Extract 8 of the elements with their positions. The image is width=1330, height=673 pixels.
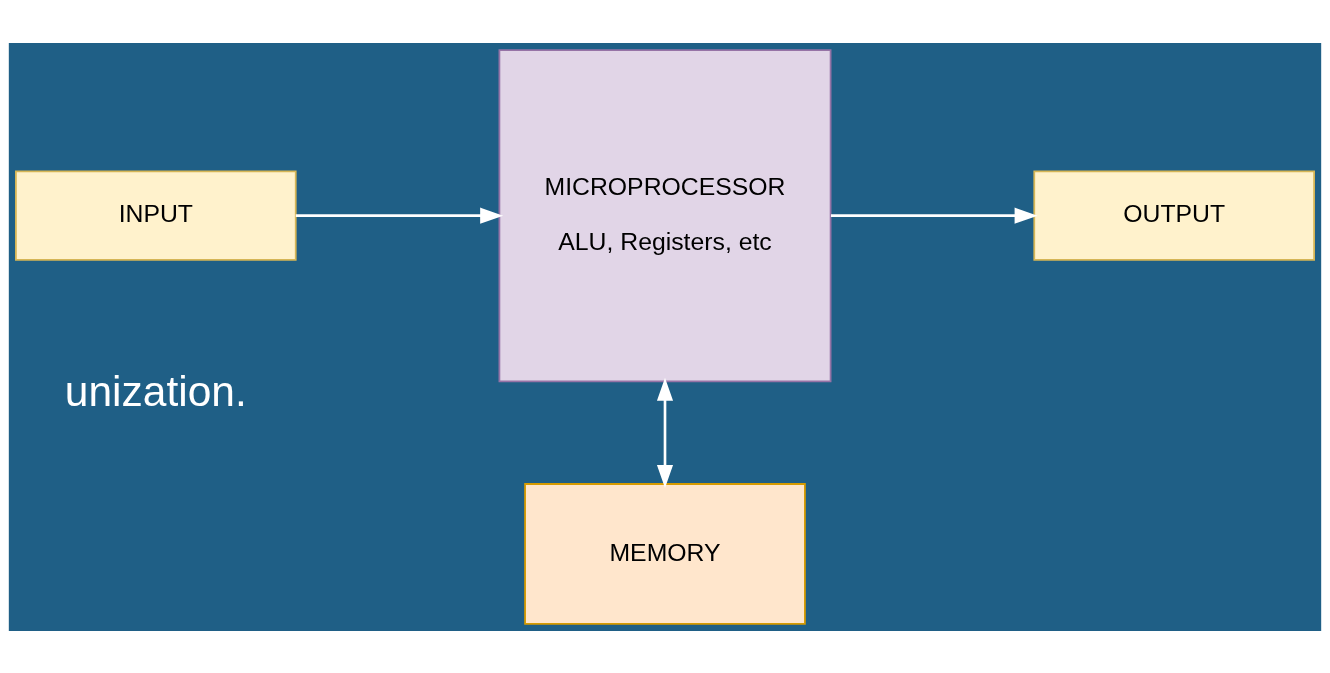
node-box: MEMORY [524, 482, 806, 625]
arrow [295, 207, 504, 224]
node-box: MICROPROCESSOR ALU, Registers, etc [498, 48, 832, 382]
node-box: INPUT [15, 170, 297, 261]
label: unization. [64, 367, 247, 415]
node-box: OUTPUT [1033, 170, 1315, 261]
arrow [656, 377, 674, 488]
arrow [830, 207, 1038, 224]
